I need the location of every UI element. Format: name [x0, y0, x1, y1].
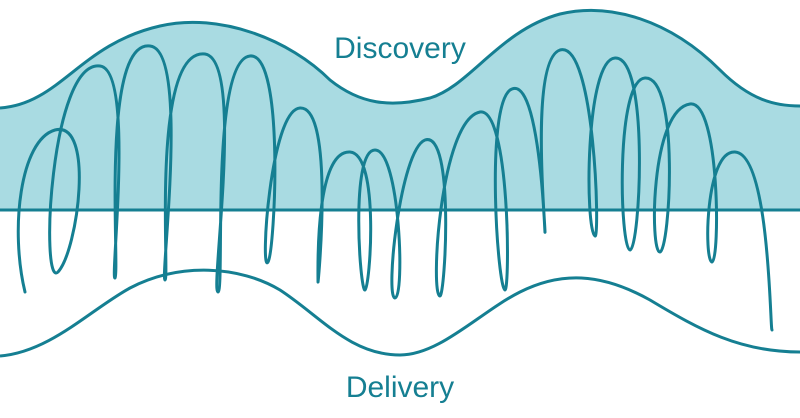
- discovery-label: Discovery: [334, 32, 466, 65]
- discovery-wave-line: [0, 8, 800, 110]
- discovery-band: [0, 10, 800, 210]
- delivery-wave-line: [0, 268, 800, 358]
- delivery-label: Delivery: [346, 371, 454, 404]
- spiral-loop-line: [16, 44, 774, 332]
